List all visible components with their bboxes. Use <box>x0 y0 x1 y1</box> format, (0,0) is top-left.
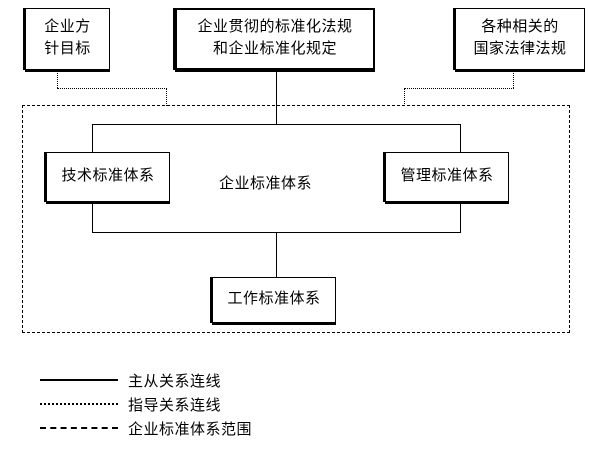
box-enterprise-policy-objectives-line1: 企业方 <box>44 19 91 36</box>
master-connector-upper-bus <box>92 124 461 125</box>
enterprise-standard-system-scope <box>22 105 570 333</box>
guidance-connector-laws-vertical-a <box>513 70 514 88</box>
legend-label-guidance-relation: 指导关系连线 <box>128 397 222 414</box>
box-work-standard-system-label: 工作标准体系 <box>227 291 321 308</box>
legend-item-master-relation: 主从关系连线 <box>40 368 380 392</box>
guidance-connector-policy-vertical-a <box>57 70 58 88</box>
legend-label-scope-range: 企业标准体系范围 <box>128 421 253 438</box>
guidance-connector-laws-horizontal <box>404 88 514 89</box>
master-connector-work-stem <box>276 232 277 277</box>
master-connector-lower-left-riser <box>92 202 93 233</box>
master-connector-upper-left-drop <box>92 124 93 153</box>
box-national-laws-regulations-line2: 国家法律法规 <box>473 41 567 57</box>
box-management-standard-system: 管理标准体系 <box>385 152 509 202</box>
legend-item-guidance-relation: 指导关系连线 <box>40 392 380 416</box>
legend-swatch-dashed-line <box>40 427 118 429</box>
legend-item-scope-range: 企业标准体系范围 <box>40 416 380 440</box>
box-technical-standard-system-label: 技术标准体系 <box>61 168 155 185</box>
legend-swatch-dotted-line <box>40 403 118 405</box>
master-connector-lower-right-riser <box>460 202 461 233</box>
box-management-standard-system-label: 管理标准体系 <box>400 168 494 185</box>
guidance-connector-policy-vertical-b <box>166 88 167 106</box>
legend: 主从关系连线 指导关系连线 企业标准体系范围 <box>40 368 380 440</box>
guidance-connector-laws-vertical-b <box>404 88 405 106</box>
box-standardization-regulations-line1: 企业贯彻的标准化法规 <box>197 19 353 36</box>
legend-swatch-solid-line <box>40 379 118 381</box>
master-connector-center-stem <box>276 70 277 124</box>
guidance-connector-policy-horizontal <box>57 88 167 89</box>
box-national-laws-regulations-line1: 各种相关的 <box>481 19 559 36</box>
box-enterprise-policy-objectives: 企业方 针目标 <box>25 8 110 70</box>
box-work-standard-system: 工作标准体系 <box>212 277 336 323</box>
box-standardization-regulations-line2: 和企业标准化规定 <box>212 41 337 57</box>
box-enterprise-policy-objectives-line2: 针目标 <box>44 41 91 57</box>
box-national-laws-regulations: 各种相关的 国家法律法规 <box>455 8 585 70</box>
master-connector-upper-right-drop <box>460 124 461 153</box>
scope-center-label: 企业标准体系 <box>219 176 313 192</box>
box-standardization-regulations: 企业贯彻的标准化法规 和企业标准化规定 <box>175 8 375 70</box>
box-technical-standard-system: 技术标准体系 <box>46 152 170 202</box>
legend-label-master-relation: 主从关系连线 <box>128 373 222 390</box>
